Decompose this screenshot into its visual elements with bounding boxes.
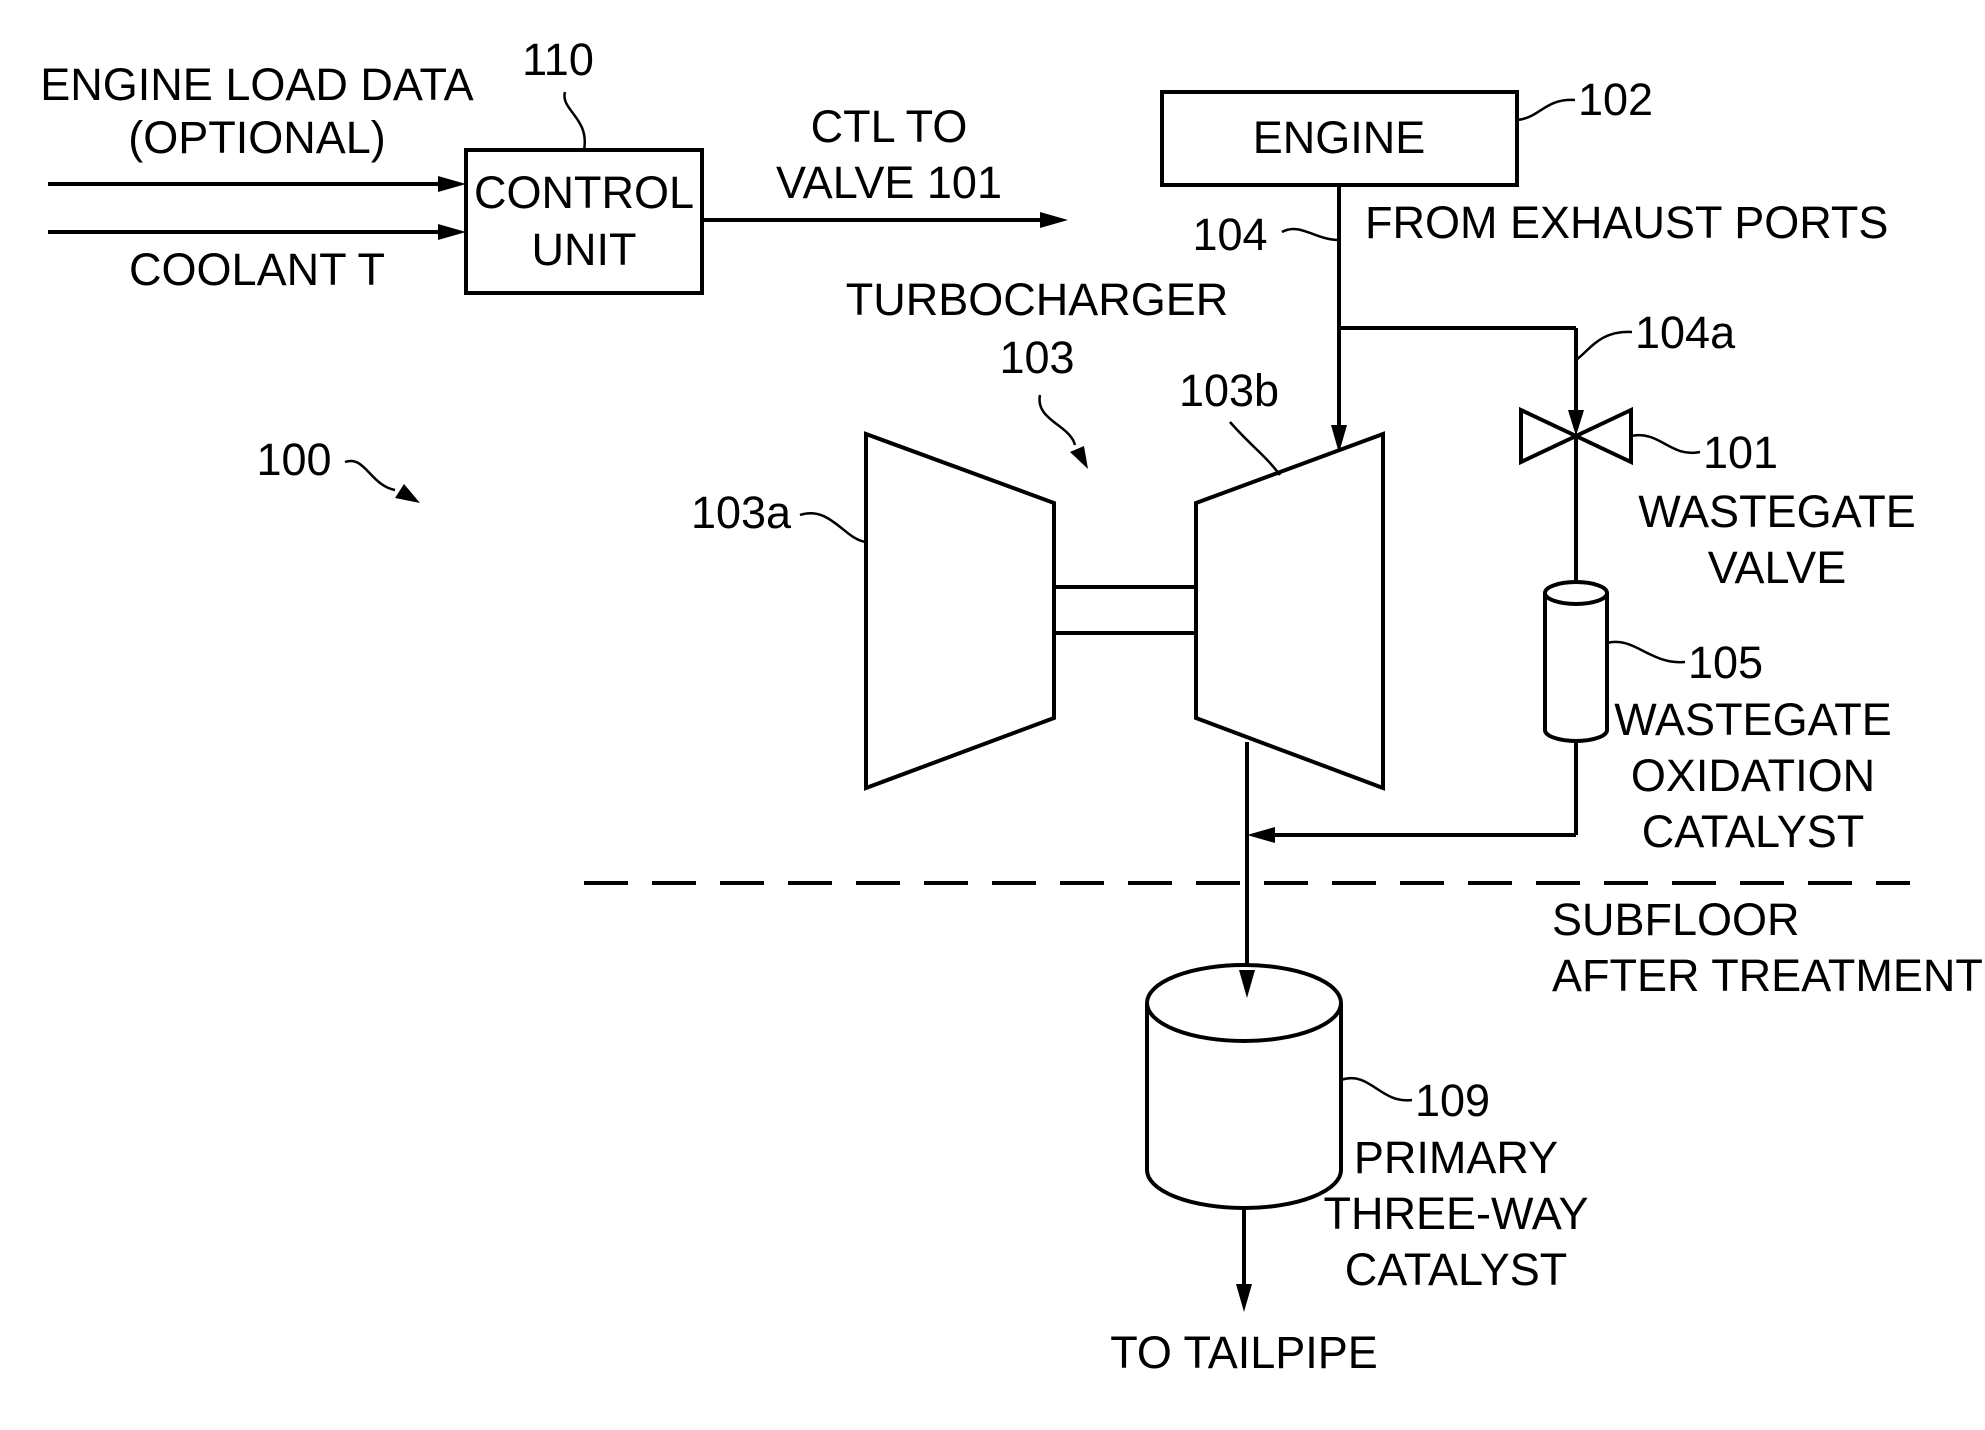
primary-catalyst-label-line1: PRIMARY	[1354, 1132, 1558, 1183]
oxidation-catalyst-ref: 105	[1688, 637, 1763, 688]
tailpipe-arrowhead	[1236, 1284, 1252, 1312]
control-unit-ref: 110	[522, 34, 594, 85]
engine-load-label-line2: (OPTIONAL)	[128, 112, 386, 163]
primary-catalyst-label-line2: THREE-WAY	[1324, 1188, 1589, 1239]
bypass-ref-leader	[1576, 332, 1632, 360]
control-unit-label-line2: UNIT	[532, 224, 637, 275]
wastegate-valve-ref: 101	[1703, 427, 1778, 478]
compressor-wheel	[866, 434, 1054, 788]
wastegate-valve-label-line2: VALVE	[1708, 542, 1846, 593]
wastegate-valve-right-triangle	[1576, 410, 1631, 462]
tailpipe-label: TO TAILPIPE	[1110, 1327, 1378, 1378]
oxidation-catalyst-label-line3: CATALYST	[1642, 806, 1865, 857]
control-unit-label-line1: CONTROL	[474, 167, 694, 218]
wastegate-valve-label-line1: WASTEGATE	[1638, 486, 1916, 537]
oxidation-catalyst-label-line1: WASTEGATE	[1614, 694, 1892, 745]
primary-catalyst-label-line3: CATALYST	[1345, 1244, 1568, 1295]
exhaust-ref-leader	[1282, 229, 1339, 240]
engine-ref: 102	[1578, 74, 1653, 125]
exhaust-ports-label: FROM EXHAUST PORTS	[1365, 197, 1888, 248]
exhaust-ref: 104	[1192, 209, 1267, 260]
system-ref: 100	[256, 434, 331, 485]
compressor-ref-leader	[800, 513, 866, 542]
turbine-ref: 103b	[1179, 365, 1279, 416]
system-ref-arrowhead	[395, 484, 420, 503]
engine-load-label-line1: ENGINE LOAD DATA	[40, 59, 473, 110]
turbocharger-ref-leader	[1040, 395, 1075, 445]
system-ref-leader	[345, 461, 395, 490]
primary-catalyst-ref: 109	[1415, 1075, 1490, 1126]
control-unit-ref-leader	[564, 92, 584, 150]
turbocharger-shaft	[1054, 587, 1196, 633]
turbocharger-ref: 103	[999, 332, 1074, 383]
turbocharger-label: TURBOCHARGER	[846, 274, 1229, 325]
turbocharger-ref-arrowhead	[1070, 446, 1088, 469]
control-output-arrowhead	[1040, 212, 1068, 228]
oxidation-catalyst-top	[1545, 582, 1607, 604]
coolant-label: COOLANT T	[129, 244, 385, 295]
wastegate-valve-left-triangle	[1521, 410, 1576, 462]
catalyst-return-arrowhead	[1247, 827, 1275, 843]
control-output-label-line1: CTL TO	[811, 101, 968, 152]
bypass-ref: 104a	[1635, 307, 1736, 358]
subfloor-label-line1: SUBFLOOR	[1552, 894, 1800, 945]
engine-section: ENGINE 102	[1162, 74, 1653, 185]
control-output-label-line2: VALVE 101	[776, 157, 1002, 208]
engine-label: ENGINE	[1253, 112, 1426, 163]
engine-load-arrowhead	[438, 176, 466, 192]
subfloor-label-line2: AFTER TREATMENT	[1552, 950, 1983, 1001]
compressor-ref: 103a	[691, 487, 792, 538]
engine-ref-leader	[1517, 100, 1575, 120]
wastegate-valve-ref-leader	[1631, 435, 1700, 453]
primary-catalyst-ref-leader	[1341, 1078, 1412, 1100]
turbocharger-section: TURBOCHARGER 103 103a 103b 100	[256, 274, 1383, 788]
oxidation-catalyst-label-line2: OXIDATION	[1631, 750, 1875, 801]
coolant-arrowhead	[438, 224, 466, 240]
control-section: ENGINE LOAD DATA (OPTIONAL) COOLANT T CO…	[40, 34, 1068, 295]
oxidation-catalyst-body	[1545, 593, 1607, 741]
turbine-wheel	[1196, 434, 1383, 788]
oxidation-catalyst-ref-leader	[1607, 642, 1685, 662]
turbine-ref-leader	[1230, 422, 1280, 475]
